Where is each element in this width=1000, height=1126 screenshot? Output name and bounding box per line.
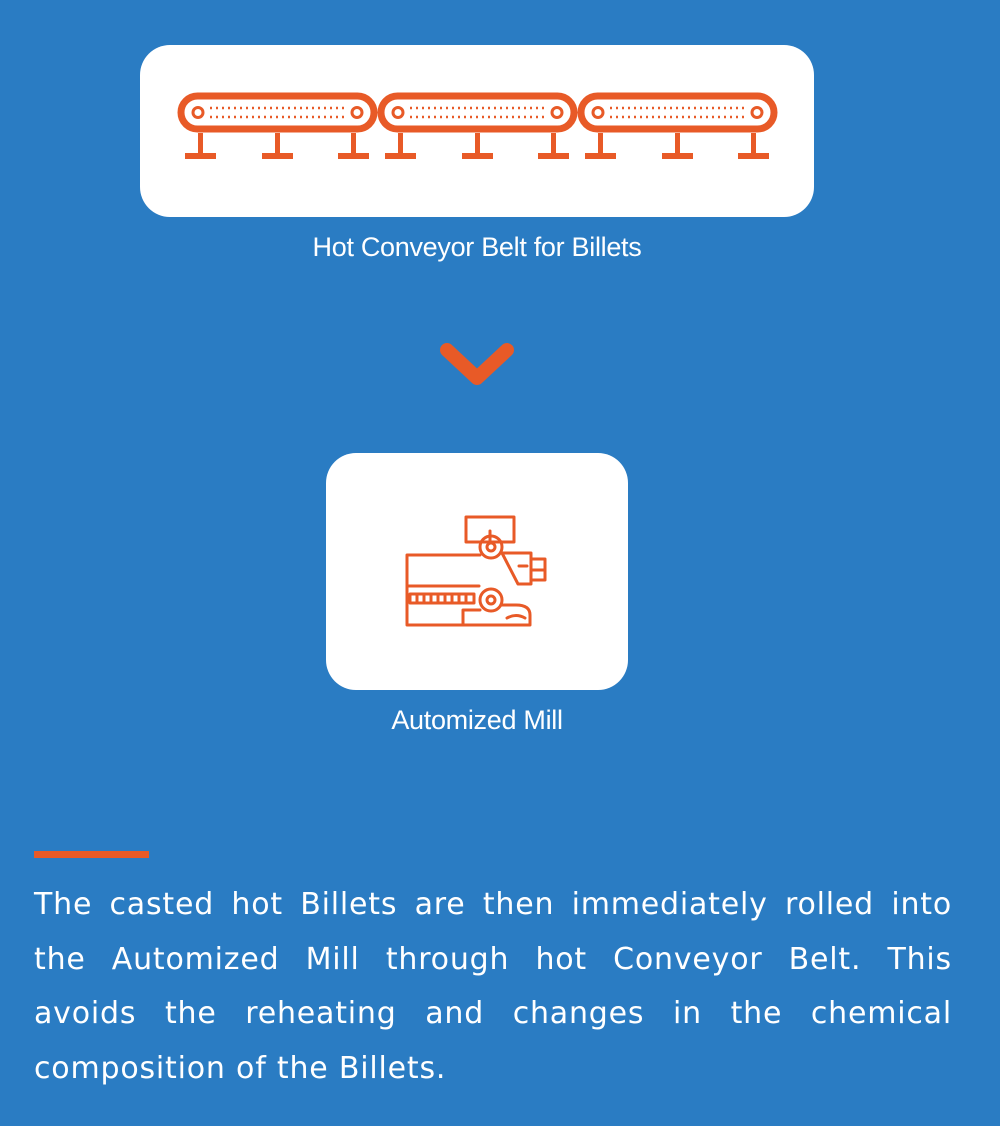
- conveyor-belt-card: [140, 45, 814, 217]
- chevron-down-icon: [438, 340, 516, 392]
- conveyor-belt-icon: [177, 92, 778, 159]
- accent-divider: [34, 851, 149, 858]
- automized-mill-label: Automized Mill: [391, 705, 563, 735]
- rolling-mill-icon: [405, 515, 547, 627]
- automized-mill-card: [326, 453, 628, 690]
- conveyor-belt-label: Hot Conveyor Belt for Billets: [312, 232, 642, 262]
- description-paragraph: The casted hot Billets are then immediat…: [34, 887, 952, 1086]
